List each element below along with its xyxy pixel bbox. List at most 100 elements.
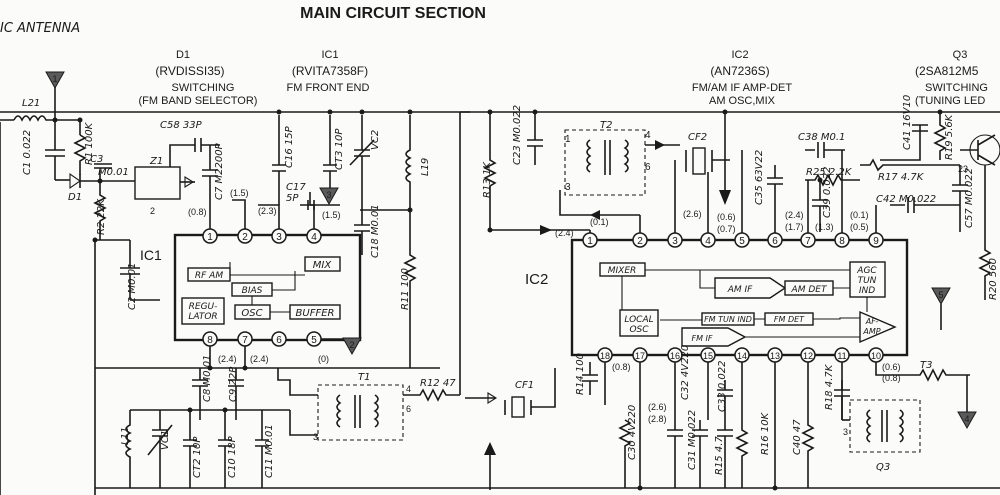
ic2-block-am-det-label: AM DET (791, 285, 828, 295)
c38-label: C38 M0.1 (798, 132, 845, 143)
r20-resistor (978, 165, 992, 300)
c17-value: 5P (286, 193, 299, 204)
svg-text:5: 5 (311, 335, 317, 346)
r11-resistor (403, 210, 417, 368)
c32-capacitor (692, 420, 708, 488)
c38-capacitor (805, 142, 845, 158)
ic2-block-fm-if (681, 327, 747, 347)
t3-label: Q3 (876, 462, 890, 473)
signal-arrow-3 (590, 210, 600, 220)
r2-label: R2 22K (96, 198, 107, 235)
ic2-bottom-pins: 18 17 16 15 14 13 12 11 10 (597, 347, 884, 363)
ct3-label: CT3 10P (334, 128, 345, 170)
l21-coil (13, 115, 80, 122)
t3-pin3: 3 (843, 427, 848, 437)
v-24b: (2.4) (250, 354, 269, 364)
svg-text:5: 5 (938, 290, 943, 300)
v-ic2-p5b: (0.7) (717, 224, 736, 234)
svg-text:8: 8 (207, 335, 213, 346)
v-15b: (1.5) (322, 210, 341, 220)
svg-text:5: 5 (739, 236, 745, 247)
ic1-block-buffer-label: BUFFER (296, 308, 335, 319)
cf2-label: CF2 (688, 132, 707, 143)
l11-label: L11 (120, 427, 131, 445)
ic1-block-mix (304, 256, 341, 272)
vc1-label: VC1 (160, 430, 171, 450)
ic1-internal-wires (229, 262, 305, 313)
v-24a: (2.4) (218, 354, 237, 364)
ic2-block-fm-tun-ind-label: FM TUN IND (704, 315, 752, 324)
svg-text:3: 3 (326, 190, 331, 200)
r18-label: T3 (920, 360, 932, 371)
v-ic2-p10b: (0.8) (882, 373, 901, 383)
c9-capacitor (228, 368, 244, 420)
c23-label: C23 M0.022 (512, 105, 523, 165)
svg-text:16: 16 (670, 351, 680, 361)
svg-text:2: 2 (637, 236, 643, 247)
ic2-internal-wires (621, 269, 868, 338)
cf1-arrow (487, 392, 498, 404)
c1-capacitor (45, 140, 65, 180)
r14-label: C30 4V220 (627, 405, 638, 460)
z1-arrow (184, 176, 195, 188)
r2-resistor (93, 181, 107, 240)
signal-arrow-1 (540, 225, 552, 235)
test-point-5 (931, 287, 951, 306)
t2-pin3: 3 (565, 182, 571, 193)
t1-input (277, 368, 318, 396)
cf1-wires (504, 368, 556, 415)
ic1-pin-6 (271, 331, 287, 347)
up-arrow (484, 442, 496, 455)
v-ic2-p8: (1.3) (815, 222, 834, 232)
v-ic2-p17: (2.6) (648, 402, 667, 412)
ic2-block-agc (849, 261, 886, 298)
ct3-capacitor (323, 115, 337, 188)
r19-label: R19 5.6K (944, 113, 955, 160)
ic2-block-af-amp (859, 310, 897, 344)
tp1-label: 1 (52, 74, 57, 84)
t2-label: T2 (600, 120, 612, 131)
r17-resistor (860, 158, 960, 172)
antenna-label: IC ANTENNA (0, 21, 80, 36)
svg-text:4: 4 (705, 236, 711, 247)
cf1-label: CF1 (515, 380, 534, 391)
v-0a: (0) (318, 354, 329, 364)
cf2-wires (685, 150, 730, 172)
t3-transformer (849, 399, 921, 453)
v-ic2-p7b: (1.7) (785, 222, 804, 232)
c8-capacitor (192, 368, 208, 420)
t2-wires (559, 144, 680, 216)
d1-label: D1 (68, 192, 82, 203)
c57-capacitor (952, 165, 968, 232)
v-23: (2.3) (258, 206, 277, 216)
c40-label: R18 4.7K (824, 363, 835, 410)
c28-label: R14 100 (575, 353, 586, 395)
ic1-block-rf-am-label: RF AM (195, 271, 223, 281)
ic2-block-mixer-label: MIXER (608, 266, 637, 276)
ic2-block-local-osc (619, 309, 659, 337)
svg-text:10: 10 (871, 351, 881, 361)
t1-pin4: 4 (406, 384, 411, 394)
c41-capacitor (880, 124, 928, 161)
v-ic2-p1b: (2.4) (555, 228, 574, 238)
ic1-body-label: IC1 (140, 247, 162, 263)
svg-text:8: 8 (839, 236, 845, 247)
c3-label: C3 (90, 154, 103, 165)
c31-capacitor (717, 380, 733, 420)
svg-text:6: 6 (772, 236, 778, 247)
c9-label: C9 22P (228, 366, 239, 402)
vc2-label: VC2 (370, 130, 381, 150)
test-point-2 (342, 337, 362, 356)
r17-label: R17 4.7K (878, 172, 925, 183)
r19-resistor (933, 112, 947, 160)
c33-capacitor (717, 420, 733, 488)
c42-capacitor (890, 197, 960, 213)
c30-label: C32 4V220 (680, 345, 691, 400)
r15-resistor (735, 420, 749, 488)
d1-cathode (79, 174, 135, 188)
t1-label: T1 (358, 372, 370, 383)
c33-label: R15 4.7 (714, 436, 725, 475)
c57-label: C57 M0.022 (964, 168, 975, 228)
